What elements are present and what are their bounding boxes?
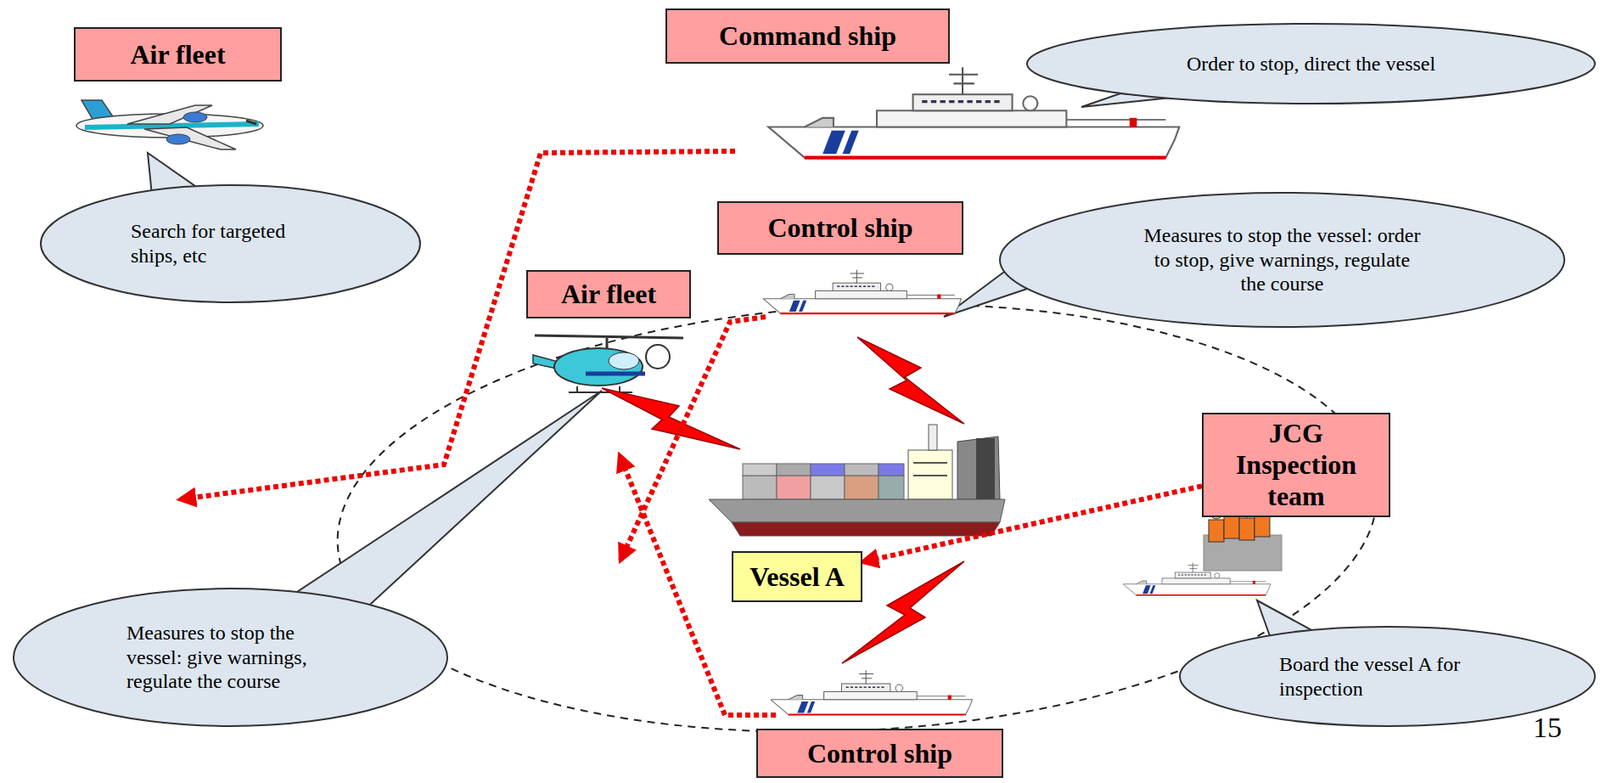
- box-label: Control ship: [767, 212, 913, 244]
- cargo-vessel: [908, 449, 953, 500]
- control-ship-top: [763, 269, 961, 314]
- patrol-aircraft: [84, 123, 259, 128]
- control-ship-bottom: [770, 669, 972, 714]
- patrol-aircraft: [183, 112, 208, 123]
- label-box: Air fleet: [73, 27, 282, 82]
- control-ship-bottom: [770, 669, 972, 714]
- callout-bubble: Order to stop, direct the vessel: [1025, 22, 1597, 106]
- callout-text: Order to stop, direct the vessel: [1124, 51, 1499, 77]
- cargo-vessel: [878, 475, 904, 500]
- box-label: Air fleet: [561, 278, 657, 310]
- callout-text: Search for targeted ships, etc: [130, 218, 331, 269]
- cargo-vessel: [878, 463, 904, 476]
- bubble-outline: [999, 192, 1565, 327]
- cargo-vessel: [708, 499, 1005, 523]
- cargo-vessel: [776, 475, 811, 500]
- label-box: Command ship: [665, 8, 950, 64]
- label-box: Control ship: [756, 728, 1004, 778]
- cargo-vessel: [844, 463, 879, 476]
- helicopter: [585, 371, 646, 377]
- cargo-vessel: [810, 475, 845, 500]
- patrol-aircraft: [144, 127, 236, 150]
- box-label: JCG Inspection team: [1213, 417, 1379, 511]
- cargo-vessel: [976, 437, 995, 500]
- label-box: Air fleet: [526, 269, 691, 319]
- bubble-outline: [13, 588, 448, 726]
- helicopter: [645, 344, 670, 369]
- helicopter: [554, 348, 643, 386]
- bubble-outline: [1179, 626, 1595, 726]
- box-label: Control ship: [807, 737, 953, 770]
- box-label: Command ship: [718, 20, 897, 52]
- bubble-outline: [40, 185, 421, 303]
- cargo-vessel: [810, 463, 845, 476]
- helicopter: [608, 352, 640, 370]
- label-box: JCG Inspection team: [1201, 412, 1391, 517]
- patrol-aircraft: [76, 100, 264, 150]
- callout-bubble: Search for targeted ships, etc: [39, 183, 422, 304]
- callout-bubble: Measures to stop the vessel: give warnin…: [11, 586, 450, 728]
- helicopter: [568, 386, 633, 393]
- patrol-aircraft: [127, 105, 213, 124]
- box-label: Air fleet: [129, 39, 225, 71]
- dotted-arrow: [862, 485, 1202, 562]
- inspection-team: [1208, 519, 1224, 542]
- callout-text: Board the vessel A for inspection: [1279, 651, 1496, 702]
- helicopter: [533, 335, 684, 393]
- callout-text: Measures to stop the vessel: order to st…: [1142, 223, 1423, 297]
- bubble-outline: [39, 183, 422, 304]
- box-label: Vessel A: [749, 561, 845, 593]
- lightning: [601, 387, 741, 450]
- bubble-outline: [1027, 23, 1595, 104]
- label-box: Control ship: [717, 201, 964, 255]
- inspection-team: [1122, 562, 1271, 596]
- inspection-team: [1239, 517, 1255, 540]
- inspection-team: [1254, 514, 1270, 537]
- cargo-vessel: [776, 463, 811, 476]
- cargo-vessel: [742, 475, 777, 500]
- page-number: 15: [1532, 711, 1562, 744]
- cargo-vessel: [913, 462, 948, 476]
- inspection-team: [1223, 516, 1240, 539]
- callout-tail: [147, 93, 1325, 646]
- cargo-vessel: [708, 424, 1005, 536]
- cargo-vessel: [957, 436, 1000, 500]
- dotted-arrow: [620, 316, 766, 561]
- cargo-vessel: [742, 463, 777, 476]
- lightning: [857, 336, 965, 424]
- cargo-vessel: [844, 475, 879, 500]
- helicopter: [534, 335, 684, 338]
- patrol-aircraft: [166, 134, 191, 145]
- callout-bubble: Measures to stop the vessel: order to st…: [998, 190, 1567, 329]
- cargo-vessel: [928, 424, 938, 450]
- cargo-vessel: [731, 522, 1000, 536]
- lightning: [601, 336, 965, 663]
- control-ship-top: [763, 269, 961, 314]
- label-box: Vessel A: [731, 550, 863, 602]
- callout-text: Measures to stop the vessel: give warnin…: [126, 620, 335, 694]
- patrol-aircraft: [246, 120, 257, 124]
